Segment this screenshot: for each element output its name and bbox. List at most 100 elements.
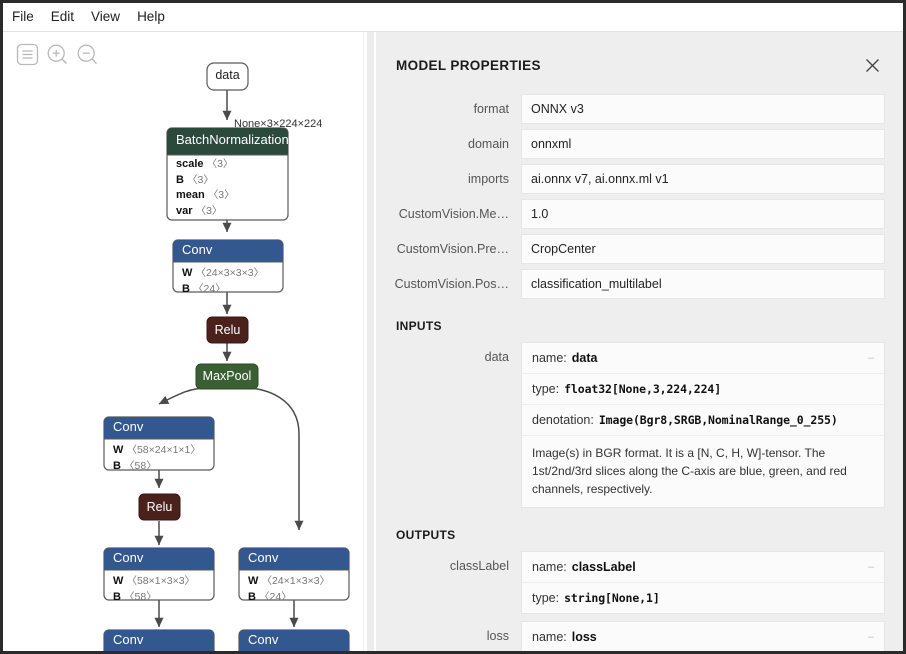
graph-node-relu-1[interactable]: Relu <box>206 316 249 344</box>
model-properties-list: format ONNX v3 domain onnxml imports ai.… <box>394 94 885 299</box>
node-title: Relu <box>146 500 173 514</box>
input-type-line: type: float32[None,3,224,224] <box>522 374 884 405</box>
section-title-outputs: OUTPUTS <box>396 528 456 542</box>
output-key: loss <box>486 629 509 643</box>
node-title: data <box>215 68 240 82</box>
graph-svg[interactable]: None×3×224×224 data <box>3 32 363 651</box>
menu-icon[interactable] <box>16 43 39 66</box>
node-attr: W 〈58×1×3×3〉 <box>113 575 196 587</box>
property-value[interactable]: classification_multilabel <box>521 269 885 299</box>
output-key: classLabel <box>449 559 509 573</box>
node-attr: B 〈58〉 <box>113 459 157 471</box>
node-title: Relu <box>214 323 241 337</box>
panel-scroll-area[interactable]: format ONNX v3 domain onnxml imports ai.… <box>376 76 903 651</box>
zoom-out-icon[interactable] <box>76 43 99 66</box>
property-row-domain: domain onnxml <box>394 129 885 159</box>
node-attr: W 〈58×24×1×1〉 <box>113 444 201 456</box>
graph-node-conv-3[interactable]: Conv W 〈58×1×3×3〉 B 〈58〉 <box>103 547 215 601</box>
model-properties-panel: MODEL PROPERTIES format ONNX v3 <box>376 32 903 651</box>
section-title-inputs: INPUTS <box>396 319 442 333</box>
field-label: name: <box>532 351 567 365</box>
menu-item-file[interactable]: File <box>12 9 34 24</box>
property-key: CustomVision.Me… <box>398 207 509 221</box>
property-key: CustomVision.Pos… <box>394 277 509 291</box>
output-name-line: name: classLabel – <box>522 552 884 583</box>
node-title: Conv <box>113 632 144 647</box>
graph-node-relu-2[interactable]: Relu <box>138 493 181 521</box>
input-card: name: data – type: float32[None,3,224,22… <box>521 342 885 508</box>
output-row-classlabel: classLabel name: classLabel – type: stri… <box>394 551 885 614</box>
property-value[interactable]: CropCenter <box>521 234 885 264</box>
menu-bar: File Edit View Help <box>3 3 903 32</box>
collapse-toggle-icon[interactable]: – <box>867 561 874 573</box>
scrollbar-track[interactable] <box>367 32 374 651</box>
panel-header: MODEL PROPERTIES <box>376 32 903 76</box>
zoom-in-icon[interactable] <box>46 43 69 66</box>
node-title: MaxPool <box>202 369 252 383</box>
graph-node-conv-5[interactable]: Conv <box>103 629 215 651</box>
node-attr: W 〈24×1×3×3〉 <box>248 575 331 587</box>
output-row-loss: loss name: loss – type: sequence<map<str… <box>394 621 885 651</box>
graph-node-batchnormalization[interactable]: BatchNormalization scale 〈3〉 B 〈3〉 mean … <box>166 127 289 221</box>
graph-canvas[interactable]: None×3×224×224 data <box>3 32 363 651</box>
node-title: Conv <box>248 550 279 565</box>
property-key: imports <box>468 172 509 186</box>
property-row-format: format ONNX v3 <box>394 94 885 124</box>
node-attr: mean 〈3〉 <box>176 189 235 201</box>
node-attr: B 〈24〉 <box>248 590 292 601</box>
property-value[interactable]: onnxml <box>521 129 885 159</box>
property-row-imports: imports ai.onnx v7, ai.onnx.ml v1 <box>394 164 885 194</box>
property-key: CustomVision.Pre… <box>396 242 509 256</box>
field-value: loss <box>571 630 597 644</box>
input-key: data <box>484 350 509 364</box>
field-value: float32[None,3,224,224] <box>564 382 722 396</box>
node-title: Conv <box>113 419 144 434</box>
property-row-customvision-metadata: CustomVision.Me… 1.0 <box>394 199 885 229</box>
collapse-toggle-icon[interactable]: – <box>867 631 874 643</box>
node-attr: B 〈58〉 <box>113 590 157 601</box>
field-label: type: <box>532 591 560 605</box>
node-attr: var 〈3〉 <box>176 204 223 217</box>
canvas-scrollbar[interactable] <box>363 32 376 651</box>
input-description: Image(s) in BGR format. It is a [N, C, H… <box>532 446 847 496</box>
node-attributes: W 〈24×1×3×3〉 B 〈24〉 <box>239 569 349 600</box>
property-value[interactable]: ai.onnx v7, ai.onnx.ml v1 <box>521 164 885 194</box>
graph-node-conv-6[interactable]: Conv <box>238 629 350 651</box>
node-attributes: scale 〈3〉 B 〈3〉 mean 〈3〉 var 〈3〉 <box>167 152 288 220</box>
node-attr: W 〈24×3×3×3〉 <box>182 267 265 279</box>
node-title: BatchNormalization <box>176 132 288 147</box>
canvas-toolbar <box>16 43 99 66</box>
property-key: format <box>473 102 509 116</box>
property-value[interactable]: 1.0 <box>521 199 885 229</box>
graph-node-conv-1[interactable]: Conv W 〈24×3×3×3〉 B 〈24〉 <box>172 239 284 293</box>
graph-node-conv-4[interactable]: Conv W 〈24×1×3×3〉 B 〈24〉 <box>238 547 350 601</box>
output-name-line: name: loss – <box>522 622 884 651</box>
graph-node-maxpool[interactable]: MaxPool <box>195 363 259 390</box>
collapse-toggle-icon[interactable]: – <box>867 352 874 364</box>
field-value: Image(Bgr8,SRGB,NominalRange_0_255) <box>598 413 838 427</box>
node-title: Conv <box>248 632 279 647</box>
output-type-line: type: string[None,1] <box>522 583 884 613</box>
panel-title: MODEL PROPERTIES <box>396 57 541 73</box>
node-attr: scale 〈3〉 <box>176 158 234 170</box>
graph-node-conv-2[interactable]: Conv W 〈58×24×1×1〉 B 〈58〉 <box>103 416 215 471</box>
input-row-data: data name: data – type: float32[None,3,2… <box>394 342 885 508</box>
property-key: domain <box>468 137 509 151</box>
field-value: data <box>571 351 598 365</box>
property-value[interactable]: ONNX v3 <box>521 94 885 124</box>
property-row-customvision-postprocess: CustomVision.Pos… classification_multila… <box>394 269 885 299</box>
field-label: name: <box>532 630 567 644</box>
node-attributes: W 〈58×24×1×1〉 B 〈58〉 <box>104 438 214 470</box>
field-label: denotation: <box>532 413 594 427</box>
menu-item-help[interactable]: Help <box>137 9 165 24</box>
node-title: Conv <box>113 550 144 565</box>
field-label: type: <box>532 382 560 396</box>
node-attr: B 〈24〉 <box>182 282 226 293</box>
field-value: classLabel <box>571 560 636 574</box>
close-icon[interactable] <box>861 54 883 76</box>
menu-item-view[interactable]: View <box>91 9 121 24</box>
field-label: name: <box>532 560 567 574</box>
menu-item-edit[interactable]: Edit <box>50 9 75 24</box>
graph-node-data[interactable]: data <box>206 62 249 91</box>
node-attributes: W 〈24×3×3×3〉 B 〈24〉 <box>173 261 283 292</box>
